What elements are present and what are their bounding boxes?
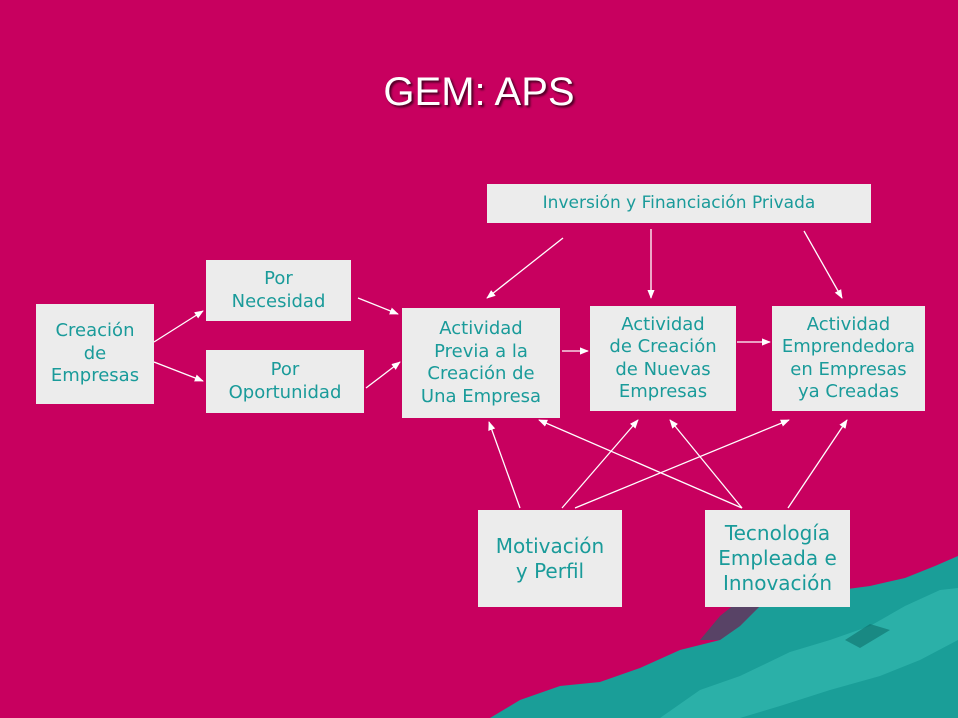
arrow-inversion-emprendedora <box>803 230 843 299</box>
box-label: Actividad <box>439 318 523 339</box>
box-label: Empresas <box>50 365 140 387</box>
box-label: Necesidad <box>231 290 326 312</box>
box-label: de <box>83 342 107 364</box>
arrow-tecnologia-previa <box>538 419 743 509</box>
box-label: Una Empresa <box>420 385 542 407</box>
box-label: de Creación <box>609 336 717 357</box>
box-label: Oportunidad <box>228 381 342 403</box>
box-por-oportunidad: Por Oportunidad <box>206 350 364 413</box>
box-label: Emprendedora <box>781 336 916 357</box>
box-label: ya Creadas <box>798 381 899 402</box>
box-label: en Empresas <box>790 358 907 380</box>
box-label: Innovación <box>722 571 833 595</box>
arrow-tecnologia-nuevas <box>669 419 743 509</box>
box-actividad-previa: Actividad Previa a la Creación de Una Em… <box>402 308 560 418</box>
teal-corner-shadow <box>700 600 890 648</box>
box-label: Creación de <box>427 363 535 384</box>
arrow-motivacion-previa <box>488 421 521 509</box>
arrow-oportunidad-previa <box>365 361 401 389</box>
arrow-inversion-previa <box>486 237 564 299</box>
box-label: Empleada e <box>718 546 837 570</box>
arrow-motivacion-emprendedora <box>574 419 790 509</box>
box-creacion-empresas: Creación de Empresas <box>36 304 154 404</box>
box-label: Actividad <box>806 313 891 335</box>
arrows <box>153 229 848 509</box>
box-por-necesidad: Por Necesidad <box>206 260 351 321</box>
box-label: y Perfil <box>515 558 585 583</box>
arrow-tecnologia-emprendedora <box>787 419 848 509</box>
box-label: Actividad <box>621 313 705 335</box>
box-label: Previa a la <box>434 340 528 362</box>
box-label: Empresas <box>618 381 708 402</box>
slide-title: GEM: APS <box>383 70 575 114</box>
arrow-motivacion-nuevas <box>561 419 639 509</box>
box-motivacion-perfil: Motivación y Perfil <box>478 510 622 607</box>
box-label: Creación <box>55 320 135 342</box>
box-label: Por <box>264 268 293 289</box>
arrow-creacion-oportunidad <box>153 361 204 382</box>
box-label: Motivación <box>495 533 605 558</box>
box-label: Inversión y Financiación Privada <box>542 192 816 213</box>
box-tecnologia-innovacion: Tecnología Empleada e Innovación <box>705 510 850 607</box>
box-label: de Nuevas <box>615 358 711 380</box>
box-label: Tecnología <box>724 521 831 545</box>
arrow-necesidad-previa <box>357 297 399 315</box>
box-inversion-financiacion: Inversión y Financiación Privada <box>487 184 871 223</box>
arrow-creacion-necesidad <box>153 310 204 343</box>
box-actividad-emprendedora: Actividad Emprendedora en Empresas ya Cr… <box>772 306 925 411</box>
teal-corner-highlight <box>660 588 958 718</box>
box-label: Por <box>270 359 300 380</box>
box-actividad-nuevas-empresas: Actividad de Creación de Nuevas Empresas <box>590 306 736 411</box>
